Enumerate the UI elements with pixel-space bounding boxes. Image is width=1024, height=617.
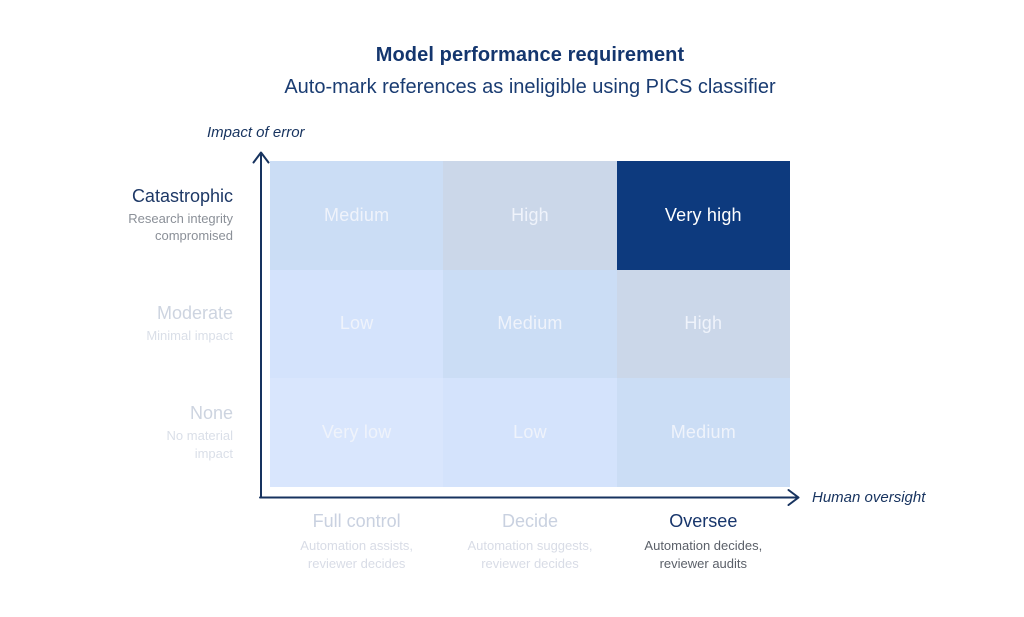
col-sublabel: Automation decides, reviewer audits xyxy=(644,537,763,571)
matrix-cell-r1c3-highlighted: Very high xyxy=(616,161,790,270)
col-sublabel: Automation assists, reviewer decides xyxy=(300,537,414,571)
row-sublabel: Minimal impact xyxy=(146,328,233,344)
col-header-full-control: Full control Automation assists, reviewe… xyxy=(270,511,443,573)
header: Model performance requirement Auto-mark … xyxy=(36,44,1024,99)
matrix-cell-r2c2: Medium xyxy=(443,269,617,379)
row-header-moderate: Moderate Minimal impact xyxy=(0,270,233,379)
matrix-cell-r1c1: Medium xyxy=(270,161,444,270)
y-axis-label: Impact of error xyxy=(207,124,305,141)
matrix-cell-r3c2: Low xyxy=(443,378,617,487)
chart-title: Model performance requirement xyxy=(375,44,685,66)
row-label: Moderate xyxy=(156,303,233,324)
col-label: Full control xyxy=(312,511,401,531)
row-sublabel: Research integrity compromised xyxy=(128,210,233,244)
row-label: None xyxy=(189,403,233,424)
risk-matrix-grid: Medium High Very high Low Medium High Ve… xyxy=(270,161,790,487)
matrix-cell-r3c1: Very low xyxy=(270,378,444,487)
col-sublabel: Automation suggests, reviewer decides xyxy=(467,537,593,571)
col-header-oversee: Oversee Automation decides, reviewer aud… xyxy=(617,511,790,573)
row-header-none: None No material impact xyxy=(0,378,233,487)
col-headers: Full control Automation assists, reviewe… xyxy=(270,511,790,573)
matrix-cell-r3c3: Medium xyxy=(616,378,790,487)
col-header-decide: Decide Automation suggests, reviewer dec… xyxy=(443,511,616,573)
x-axis-arrow xyxy=(259,489,800,506)
matrix-cell-r1c2: High xyxy=(443,161,617,270)
row-headers: Catastrophic Research integrity compromi… xyxy=(0,161,233,487)
row-sublabel: No material impact xyxy=(166,427,233,461)
y-axis-arrow xyxy=(252,151,270,498)
chart-subtitle: Auto-mark references as ineligible using… xyxy=(284,76,776,98)
row-label: Catastrophic xyxy=(131,185,233,206)
col-label: Oversee xyxy=(669,511,738,531)
row-header-catastrophic: Catastrophic Research integrity compromi… xyxy=(0,161,233,270)
col-label: Decide xyxy=(501,511,558,531)
matrix-cell-r2c3: High xyxy=(616,269,790,379)
matrix-cell-r2c1: Low xyxy=(270,269,444,379)
x-axis-label: Human oversight xyxy=(812,489,926,506)
